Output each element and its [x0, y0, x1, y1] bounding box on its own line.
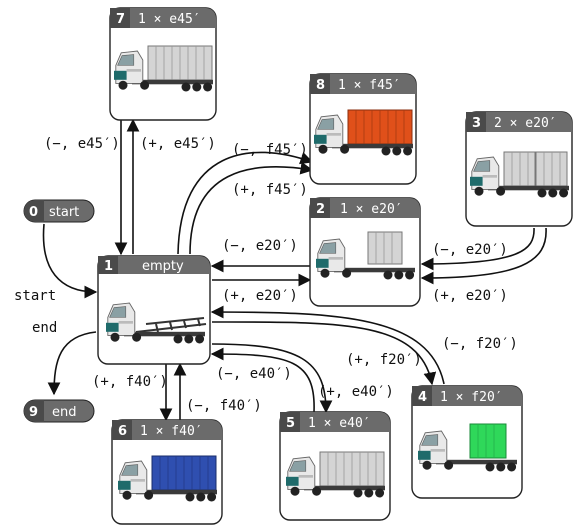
label-minus-f45: (−, f45′): [232, 142, 308, 158]
truck-icon: [469, 151, 570, 198]
label-minus-f20: (−, f20′): [442, 336, 518, 352]
label-minus-f40: (−, f40′): [186, 398, 262, 414]
node-6-title: 1 × f40′: [140, 424, 203, 439]
edge-plus-f45: [189, 161, 314, 255]
svg-text:6: 6: [118, 424, 127, 439]
node-7: 7 1 × e45′: [109, 7, 217, 121]
edge-minus-f45: [177, 151, 314, 255]
node-2: 2 1 × e20′: [309, 197, 421, 307]
edges: [42, 118, 547, 422]
label-plus-f20: (+, f20′): [346, 352, 422, 368]
label-plus-e20-top: (+, e20′): [222, 288, 298, 304]
edge-plus-f20: [211, 321, 437, 386]
node-3-title: 2 × e20′: [494, 116, 557, 131]
svg-text:7: 7: [116, 12, 125, 27]
node-8: 8 1 × f45′: [309, 73, 417, 185]
node-5: 5 1 × e40′: [279, 411, 391, 521]
node-2-title: 1 × e20′: [340, 202, 403, 217]
edge-start: [42, 223, 98, 299]
truck-icon: [417, 423, 518, 472]
truck-icon: [315, 231, 416, 280]
node-6: 6 1 × f40′: [111, 419, 223, 525]
svg-text:3: 3: [472, 116, 481, 131]
truck-icon: [313, 109, 414, 156]
svg-text:0: 0: [29, 205, 38, 220]
node-4-title: 1 × f20′: [440, 390, 503, 405]
label-minus-e40: (−, e40′): [216, 366, 292, 382]
node-7-title: 1 × e45′: [138, 12, 201, 27]
node-5-title: 1 × e40′: [308, 416, 371, 431]
label-plus-f40: (+, f40′): [92, 374, 168, 390]
edge-minus-f20: [210, 305, 445, 385]
label-plus-e40: (+, e40′): [318, 384, 394, 400]
pill-start-label: start: [49, 205, 79, 220]
edge-minus-e20-right: [420, 227, 535, 271]
edge-plus-e40: [211, 343, 333, 414]
pill-end-label: end: [52, 405, 77, 420]
svg-text:4: 4: [418, 390, 427, 405]
label-start: start: [14, 288, 56, 304]
node-3: 3 2 × e20′: [465, 111, 573, 227]
truck-icon: [105, 302, 207, 344]
truck-icon: [113, 45, 214, 92]
svg-text:5: 5: [286, 416, 295, 431]
label-end: end: [32, 320, 57, 336]
node-8-title: 1 × f45′: [338, 78, 401, 93]
node-4: 4 1 × f20′: [411, 385, 523, 499]
svg-text:1: 1: [104, 259, 113, 274]
pill-end: 9 end: [23, 399, 95, 423]
truck-icon: [117, 455, 218, 502]
edge-plus-e20-right: [420, 227, 547, 285]
label-plus-f45: (+, f45′): [232, 182, 308, 198]
node-1: 1 empty: [97, 255, 211, 365]
svg-text:8: 8: [316, 78, 325, 93]
label-minus-e20-right: (−, e20′): [432, 242, 508, 258]
edge-end: [47, 331, 97, 396]
label-plus-e45: (+, e45′): [140, 136, 216, 152]
label-plus-e20-right: (+, e20′): [432, 288, 508, 304]
edge-labels: (−, e45′) (+, e45′) (−, f45′) (+, f45′) …: [14, 136, 518, 414]
label-minus-e20-top: (−, e20′): [222, 238, 298, 254]
truck-icon: [285, 451, 386, 498]
node-1-title: empty: [142, 259, 184, 274]
edge-minus-e40: [210, 347, 315, 413]
svg-text:2: 2: [316, 202, 325, 217]
pill-start: 0 start: [23, 199, 95, 223]
svg-text:9: 9: [29, 405, 38, 420]
label-minus-e45: (−, e45′): [44, 136, 120, 152]
